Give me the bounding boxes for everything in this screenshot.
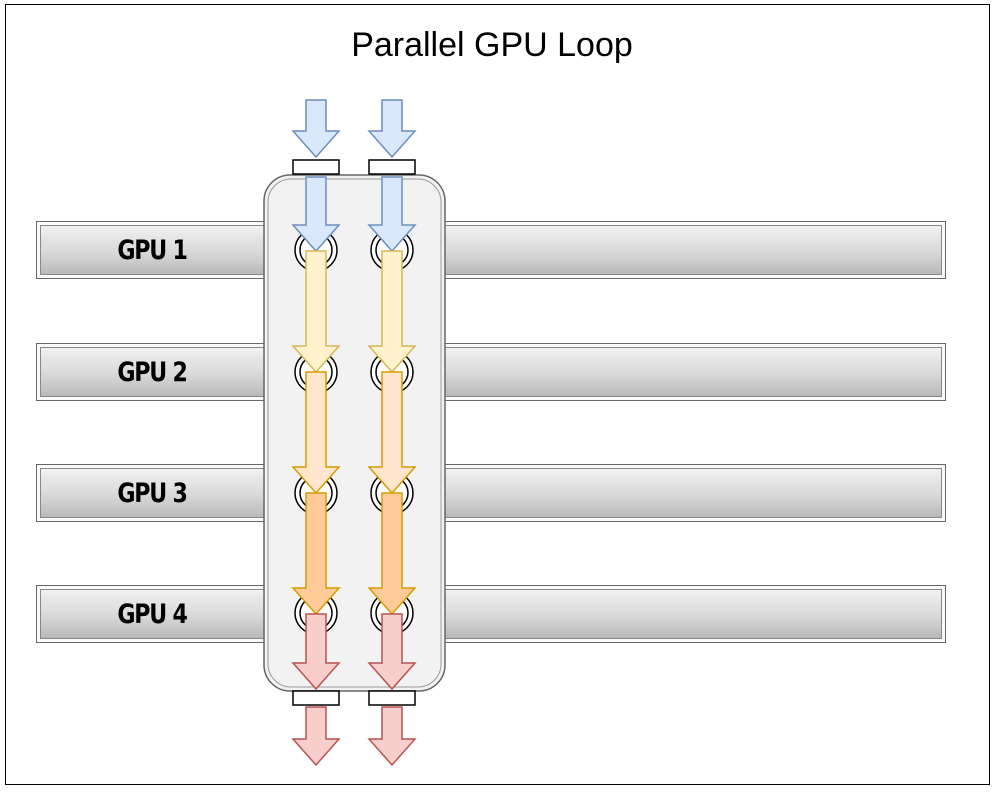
- inflow-arrow-1: [291, 99, 341, 159]
- gpu-label-2: GPU 2: [117, 356, 188, 388]
- flow-arrow-gpu3-gpu4-1: [291, 492, 341, 616]
- inlet-port-2: [368, 159, 416, 175]
- outflow-block-arrow-2: [367, 613, 417, 691]
- flow-arrow-gpu2-gpu3-2: [367, 371, 417, 495]
- inflow-block-arrow-1: [291, 176, 341, 253]
- flow-arrow-gpu1-gpu2-1: [291, 250, 341, 374]
- outlet-port-2: [368, 690, 416, 706]
- gpu-bar-2: GPU 2: [36, 343, 946, 401]
- flow-arrow-gpu1-gpu2-2: [367, 250, 417, 374]
- outflow-arrow-1: [291, 706, 341, 767]
- outlet-port-1: [292, 690, 340, 706]
- inflow-block-arrow-2: [367, 176, 417, 253]
- flow-arrow-gpu3-gpu4-2: [367, 492, 417, 616]
- gpu-bar-1: GPU 1: [36, 221, 946, 279]
- inlet-port-1: [292, 159, 340, 175]
- gpu-bar-4: GPU 4: [36, 585, 946, 643]
- gpu-label-4: GPU 4: [117, 598, 188, 630]
- gpu-label-3: GPU 3: [117, 477, 188, 509]
- outflow-arrow-2: [367, 706, 417, 767]
- flow-arrow-gpu2-gpu3-1: [291, 371, 341, 495]
- diagram-title: Parallel GPU Loop: [351, 26, 633, 64]
- loop-block: [263, 174, 446, 692]
- gpu-bar-3: GPU 3: [36, 464, 946, 522]
- loop-block-inner-outline: [267, 178, 442, 688]
- inflow-arrow-2: [367, 99, 417, 159]
- gpu-label-1: GPU 1: [117, 234, 188, 266]
- outflow-block-arrow-1: [291, 613, 341, 691]
